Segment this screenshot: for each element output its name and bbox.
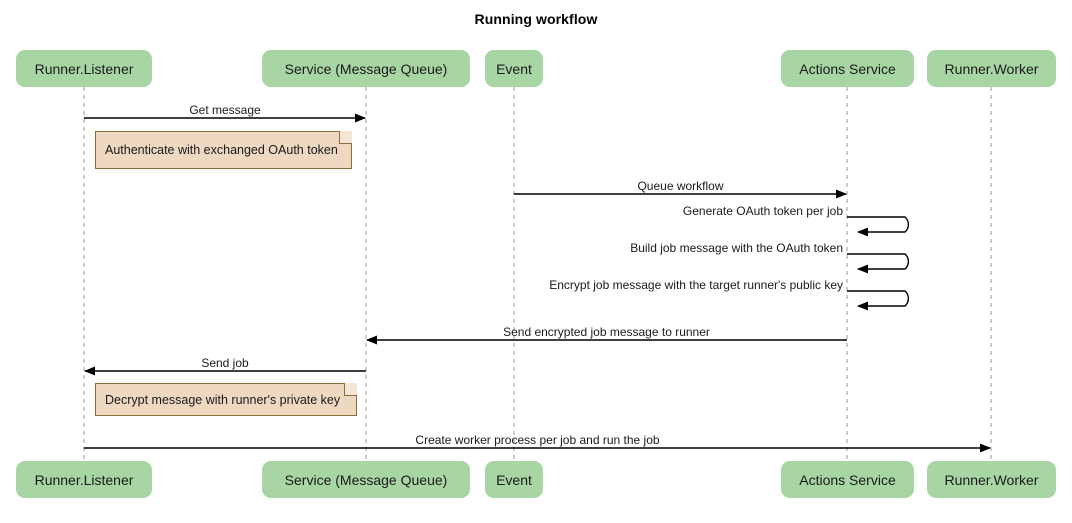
message-label-m3: Generate OAuth token per job: [682, 204, 843, 218]
self-message-m5: [847, 290, 910, 311]
note-fold-corner-icon: [344, 383, 357, 396]
participant-label: Event: [496, 60, 532, 77]
participant-label: Actions Service: [799, 471, 896, 488]
participant-label: Runner.Listener: [34, 471, 134, 488]
participant-label: Runner.Worker: [944, 471, 1039, 488]
self-message-m3: [847, 216, 910, 237]
note-label: Authenticate with exchanged OAuth token: [105, 143, 338, 157]
message-label-m8: Create worker process per job and run th…: [415, 433, 660, 447]
participant-event-top[interactable]: Event: [485, 50, 543, 87]
note-n1: Authenticate with exchanged OAuth token: [95, 131, 352, 169]
participant-runner_listener-top[interactable]: Runner.Listener: [16, 50, 152, 87]
participant-label: Runner.Worker: [944, 60, 1039, 77]
note-n2: Decrypt message with runner's private ke…: [95, 383, 357, 416]
participant-label: Service (Message Queue): [284, 60, 448, 77]
participant-event-bottom[interactable]: Event: [485, 461, 543, 498]
participant-label: Actions Service: [799, 60, 896, 77]
lifelines-group: [83, 87, 992, 461]
message-label-m2: Queue workflow: [637, 179, 724, 193]
participant-actions_service-bottom[interactable]: Actions Service: [781, 461, 914, 498]
participant-service_mq-top[interactable]: Service (Message Queue): [262, 50, 470, 87]
page-title: Running workflow: [474, 11, 598, 27]
self-message-m4: [847, 253, 910, 274]
participant-label: Service (Message Queue): [284, 471, 448, 488]
participant-runner_worker-top[interactable]: Runner.Worker: [927, 50, 1056, 87]
note-label: Decrypt message with runner's private ke…: [105, 392, 341, 407]
note-fold-corner-icon: [339, 131, 352, 144]
participant-actions_service-top[interactable]: Actions Service: [781, 50, 914, 87]
participant-runner_worker-bottom[interactable]: Runner.Worker: [927, 461, 1056, 498]
message-arrows-group: [84, 113, 991, 453]
participant-runner_listener-bottom[interactable]: Runner.Listener: [16, 461, 152, 498]
message-label-m1: Get message: [189, 103, 261, 117]
participant-label: Event: [496, 471, 532, 488]
message-label-m5: Encrypt job message with the target runn…: [549, 278, 843, 292]
message-label-m7: Send job: [201, 356, 249, 370]
message-label-m6: Send encrypted job message to runner: [503, 325, 710, 339]
message-label-m4: Build job message with the OAuth token: [630, 241, 843, 255]
participant-service_mq-bottom[interactable]: Service (Message Queue): [262, 461, 470, 498]
participant-label: Runner.Listener: [34, 60, 134, 77]
